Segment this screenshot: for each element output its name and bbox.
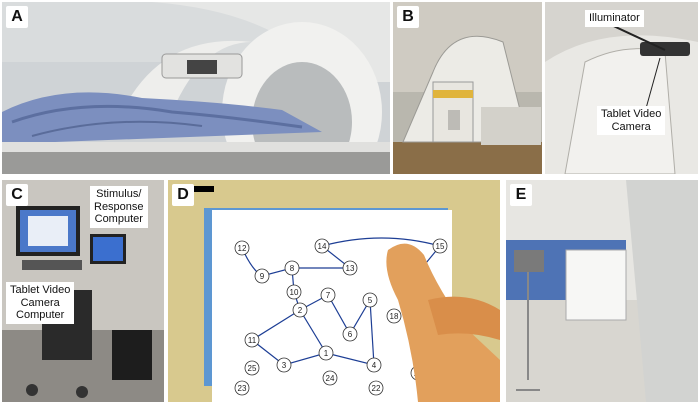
trail-target-label: 18 (390, 312, 399, 321)
trail-target[interactable]: 3 (276, 357, 292, 373)
trail-target-label: 3 (282, 361, 287, 370)
panel-letter-a: A (6, 6, 28, 28)
trail-target[interactable]: 15 (432, 238, 448, 254)
panel-letter-b: B (397, 6, 419, 28)
trail-target[interactable]: 4 (366, 357, 382, 373)
trail-target-label: 25 (248, 364, 257, 373)
trail-target-label: 15 (436, 242, 445, 251)
trail-target-label: 13 (346, 264, 355, 273)
panel-b-right-camera-photo: Illuminator Tablet Video Camera (545, 2, 698, 174)
trail-target-label: 8 (290, 264, 295, 273)
trail-target[interactable]: 13 (342, 260, 358, 276)
trail-target[interactable]: 5 (362, 292, 378, 308)
trail-target[interactable]: 7 (320, 287, 336, 303)
trail-target-label: 24 (326, 374, 335, 383)
trail-target[interactable]: 25 (244, 360, 260, 376)
trail-target-label: 11 (248, 336, 257, 345)
trail-target-label: 7 (326, 291, 331, 300)
trail-target-label: 5 (368, 296, 373, 305)
panel-letter-d: D (172, 184, 194, 206)
panel-c-computers: C Stimulus/ Response Computer Tablet Vid… (2, 180, 164, 402)
panel-d-trail-tablet: 121415813910751826112013425242219231 D (168, 180, 500, 402)
trail-target[interactable]: 18 (386, 308, 402, 324)
tablet-video-camera-computer-label: Tablet Video Camera Computer (6, 282, 75, 324)
stimulus-response-computer-label: Stimulus/ Response Computer (90, 186, 148, 228)
trail-target[interactable]: 14 (314, 238, 330, 254)
panel-letter-c: C (6, 184, 28, 206)
trail-target-label: 6 (348, 330, 353, 339)
trail-target-label: 9 (260, 272, 265, 281)
trail-target-label: 1 (324, 349, 329, 358)
trail-target[interactable]: 1 (318, 345, 334, 361)
scanner-room-photo (506, 180, 698, 402)
head-coil-photo (393, 2, 542, 174)
illuminator-label: Illuminator (585, 10, 644, 27)
trail-target-label: 14 (318, 242, 327, 251)
mri-scanner-photo (2, 2, 390, 174)
trail-target-label: 12 (238, 244, 247, 253)
trail-target-label: 23 (238, 384, 247, 393)
trail-target[interactable]: 2 (292, 302, 308, 318)
trail-target-label: 4 (372, 361, 377, 370)
trail-target[interactable]: 22 (368, 380, 384, 396)
trail-target[interactable]: 6 (342, 326, 358, 342)
trail-target-label: 10 (290, 288, 299, 297)
trail-target-label: 2 (298, 306, 303, 315)
trail-target[interactable]: 9 (254, 268, 270, 284)
trail-target[interactable]: 24 (322, 370, 338, 386)
trail-target[interactable]: 11 (244, 332, 260, 348)
trail-target[interactable]: 8 (284, 260, 300, 276)
panel-a-mri-scanner: A (2, 2, 390, 174)
trail-target[interactable]: 10 (286, 284, 302, 300)
panel-b-left-coil-photo: B (393, 2, 542, 174)
trail-target[interactable]: 12 (234, 240, 250, 256)
trail-making-tablet: 121415813910751826112013425242219231 (168, 180, 500, 402)
panel-letter-e: E (510, 184, 532, 206)
panel-e-scanner-room: E (506, 180, 698, 402)
trail-targets: 121415813910751826112013425242219231 (234, 238, 448, 396)
tablet-video-camera-label: Tablet Video Camera (597, 106, 666, 136)
trail-target-label: 22 (372, 384, 381, 393)
camera-mount-photo (545, 2, 698, 174)
trail-target[interactable]: 23 (234, 380, 250, 396)
